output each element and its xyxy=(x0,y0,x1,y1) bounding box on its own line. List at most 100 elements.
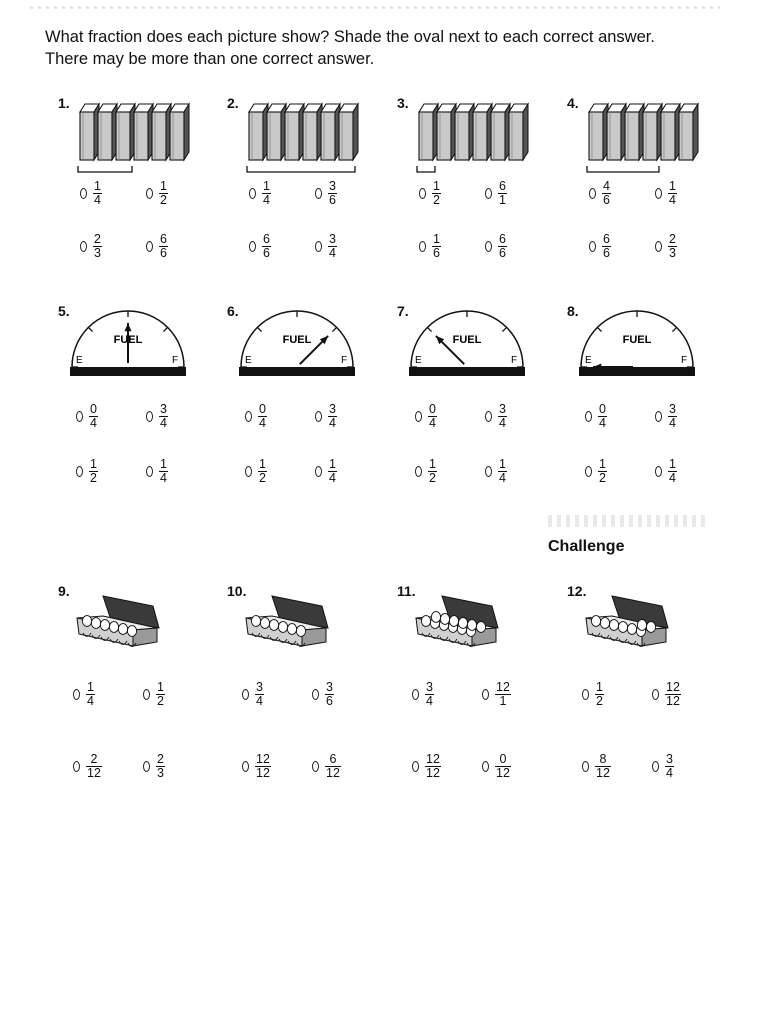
answer-oval[interactable] xyxy=(76,466,83,477)
answer-oval[interactable] xyxy=(419,188,426,199)
answer-oval[interactable] xyxy=(146,241,153,252)
answer-oval[interactable] xyxy=(80,241,87,252)
answer-oval[interactable] xyxy=(485,466,492,477)
answer-oval[interactable] xyxy=(143,761,150,772)
answer-oval[interactable] xyxy=(80,188,87,199)
answer-oval[interactable] xyxy=(315,466,322,477)
answer-oval[interactable] xyxy=(485,188,492,199)
answer-oval[interactable] xyxy=(419,241,426,252)
answer-oval[interactable] xyxy=(655,241,662,252)
answer-oval[interactable] xyxy=(415,411,422,422)
answer-oval[interactable] xyxy=(652,761,659,772)
answer-oval[interactable] xyxy=(146,188,153,199)
fraction-denominator: 4 xyxy=(263,193,270,207)
answer-oval[interactable] xyxy=(655,188,662,199)
answer-oval[interactable] xyxy=(242,689,249,700)
answer-oval[interactable] xyxy=(485,411,492,422)
answer-oval[interactable] xyxy=(312,761,319,772)
answer-oval[interactable] xyxy=(245,466,252,477)
answer-oval[interactable] xyxy=(242,761,249,772)
answer-oval[interactable] xyxy=(249,241,256,252)
answer-oval[interactable] xyxy=(482,761,489,772)
answer-oval[interactable] xyxy=(652,689,659,700)
answer-oval[interactable] xyxy=(73,761,80,772)
answer-oval[interactable] xyxy=(245,411,252,422)
answer-oval[interactable] xyxy=(315,188,322,199)
answer-oval[interactable] xyxy=(415,466,422,477)
answer-oval[interactable] xyxy=(73,689,80,700)
answer-oval[interactable] xyxy=(655,466,662,477)
answer-oval[interactable] xyxy=(412,689,419,700)
answer-oval[interactable] xyxy=(485,241,492,252)
fraction-numerator: 6 xyxy=(603,232,610,246)
answer-oval[interactable] xyxy=(482,689,489,700)
answer-oval[interactable] xyxy=(143,689,150,700)
answer-oval[interactable] xyxy=(582,761,589,772)
answer-oval[interactable] xyxy=(655,411,662,422)
answer-oval[interactable] xyxy=(76,411,83,422)
answer-oval[interactable] xyxy=(146,411,153,422)
answer-oval[interactable] xyxy=(315,411,322,422)
answer-oval[interactable] xyxy=(312,689,319,700)
fraction-bar xyxy=(498,416,507,417)
answer-oval[interactable] xyxy=(589,241,596,252)
answer-oval[interactable] xyxy=(315,241,322,252)
answer-oval[interactable] xyxy=(249,188,256,199)
answer-oval[interactable] xyxy=(146,466,153,477)
answer-oval[interactable] xyxy=(412,761,419,772)
answer-oval[interactable] xyxy=(585,411,592,422)
answer-oval[interactable] xyxy=(589,188,596,199)
answer-oval[interactable] xyxy=(585,466,592,477)
answer-oval[interactable] xyxy=(582,689,589,700)
